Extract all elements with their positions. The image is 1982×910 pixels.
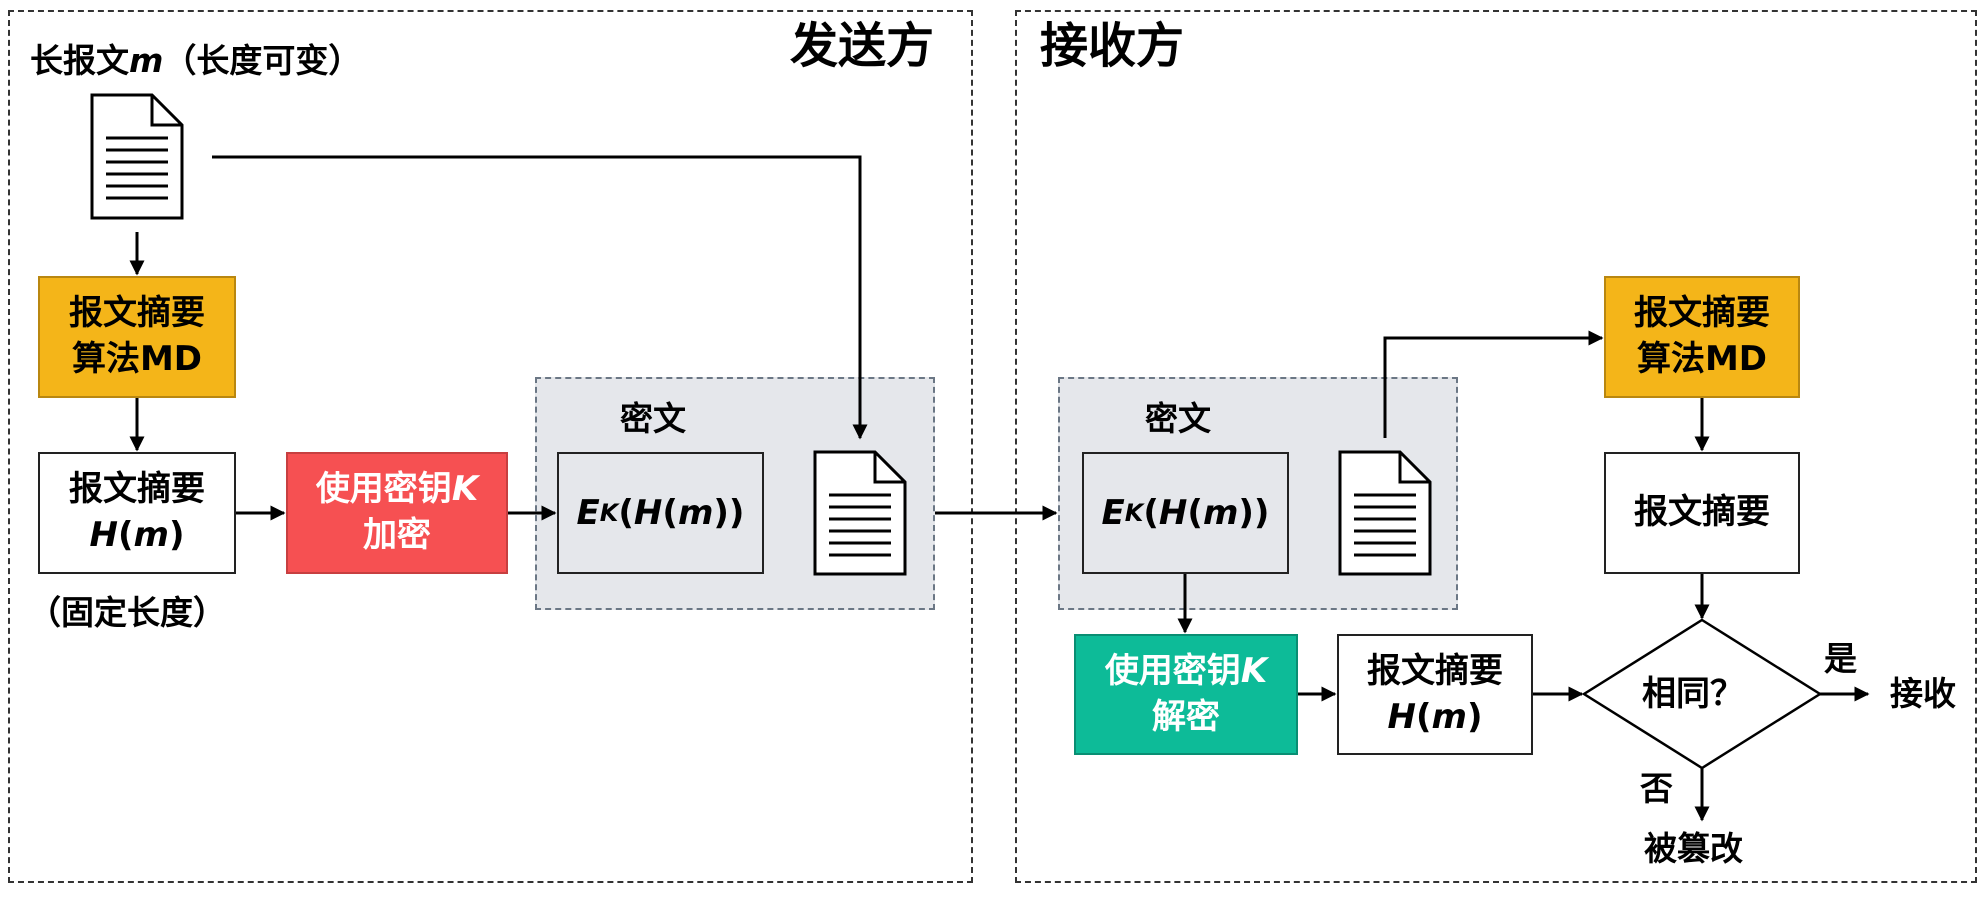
sender-digest-func: H bbox=[89, 515, 118, 555]
encrypt-box: 使用密钥K 加密 bbox=[286, 452, 508, 574]
receiver-digest-algorithm-line2: 算法MD bbox=[1636, 339, 1768, 379]
receiver-h-symbol: H bbox=[1158, 493, 1188, 533]
receiver-decrypted-digest-formula: H(m) bbox=[1387, 696, 1483, 737]
sender-digest-algorithm-line2: 算法MD bbox=[71, 339, 203, 379]
decrypt-line1-text: 使用密钥 bbox=[1104, 650, 1241, 691]
receiver-ciphertext-label: 密文 bbox=[1145, 399, 1211, 438]
decrypt-line1: 使用密钥K bbox=[1105, 649, 1267, 695]
compare-label: 相同？ bbox=[1642, 674, 1744, 714]
fixed-length-label: （固定长度） bbox=[28, 593, 226, 632]
encrypt-line1-text: 使用密钥 bbox=[315, 469, 452, 510]
long-message-label: 长报文m（长度可变） bbox=[30, 44, 361, 77]
long-message-suffix: （长度可变） bbox=[163, 41, 362, 80]
sender-digest-formula: H(m) bbox=[89, 515, 185, 555]
sender-ciphertext-document-icon bbox=[813, 450, 907, 576]
sender-m-symbol: m bbox=[677, 493, 714, 533]
no-label: 否 bbox=[1640, 769, 1673, 808]
sender-panel bbox=[8, 10, 973, 883]
receiver-title: 接收方 bbox=[1040, 18, 1185, 74]
yes-label: 是 bbox=[1824, 639, 1857, 678]
decrypt-key: K bbox=[1240, 650, 1268, 691]
arrow-message-to-ciphertext bbox=[212, 155, 868, 440]
receiver-m-symbol: m bbox=[1202, 493, 1239, 533]
encrypt-line1: 使用密钥K bbox=[316, 467, 478, 513]
receiver-digest-label: 报文摘要 bbox=[1634, 492, 1770, 533]
sender-digest-algorithm-line1: 报文摘要 bbox=[69, 293, 205, 334]
encrypt-line2: 加密 bbox=[363, 515, 431, 555]
receiver-digest-algorithm-line1: 报文摘要 bbox=[1634, 293, 1770, 334]
receiver-decrypted-digest-box: 报文摘要 H(m) bbox=[1337, 634, 1533, 755]
long-message-text: 长报文 bbox=[30, 41, 129, 80]
sender-ciphertext-label: 密文 bbox=[620, 399, 686, 438]
sender-e-subscript: K bbox=[599, 499, 619, 527]
decrypt-box: 使用密钥K 解密 bbox=[1074, 634, 1298, 755]
receiver-e-subscript: K bbox=[1124, 499, 1144, 527]
sender-digest-box: 报文摘要 H(m) bbox=[38, 452, 236, 574]
receiver-decrypted-digest-line1: 报文摘要 bbox=[1367, 650, 1503, 691]
tampered-label: 被篡改 bbox=[1644, 829, 1743, 868]
accept-label: 接收 bbox=[1890, 674, 1956, 713]
sender-digest-algorithm-box: 报文摘要 算法MD bbox=[38, 276, 236, 398]
encrypt-key: K bbox=[451, 469, 479, 510]
decrypt-line2: 解密 bbox=[1152, 696, 1220, 737]
long-message-document-icon bbox=[90, 93, 184, 220]
sender-digest-var: m bbox=[133, 515, 169, 555]
receiver-digest-box: 报文摘要 bbox=[1604, 452, 1800, 574]
sender-e-symbol: E bbox=[576, 493, 600, 533]
receiver-e-symbol: E bbox=[1101, 493, 1125, 533]
long-message-var: m bbox=[129, 41, 164, 80]
sender-h-symbol: H bbox=[633, 493, 663, 533]
receiver-ciphertext-document-icon bbox=[1338, 450, 1432, 576]
receiver-decrypted-var: m bbox=[1431, 696, 1467, 737]
sender-title: 发送方 bbox=[790, 18, 935, 74]
sender-digest-line1: 报文摘要 bbox=[69, 469, 205, 510]
receiver-panel bbox=[1015, 10, 1977, 883]
receiver-decrypted-func: H bbox=[1387, 696, 1416, 737]
arrow-document-to-algorithm bbox=[1383, 330, 1604, 438]
receiver-digest-algorithm-box: 报文摘要 算法MD bbox=[1604, 276, 1800, 398]
